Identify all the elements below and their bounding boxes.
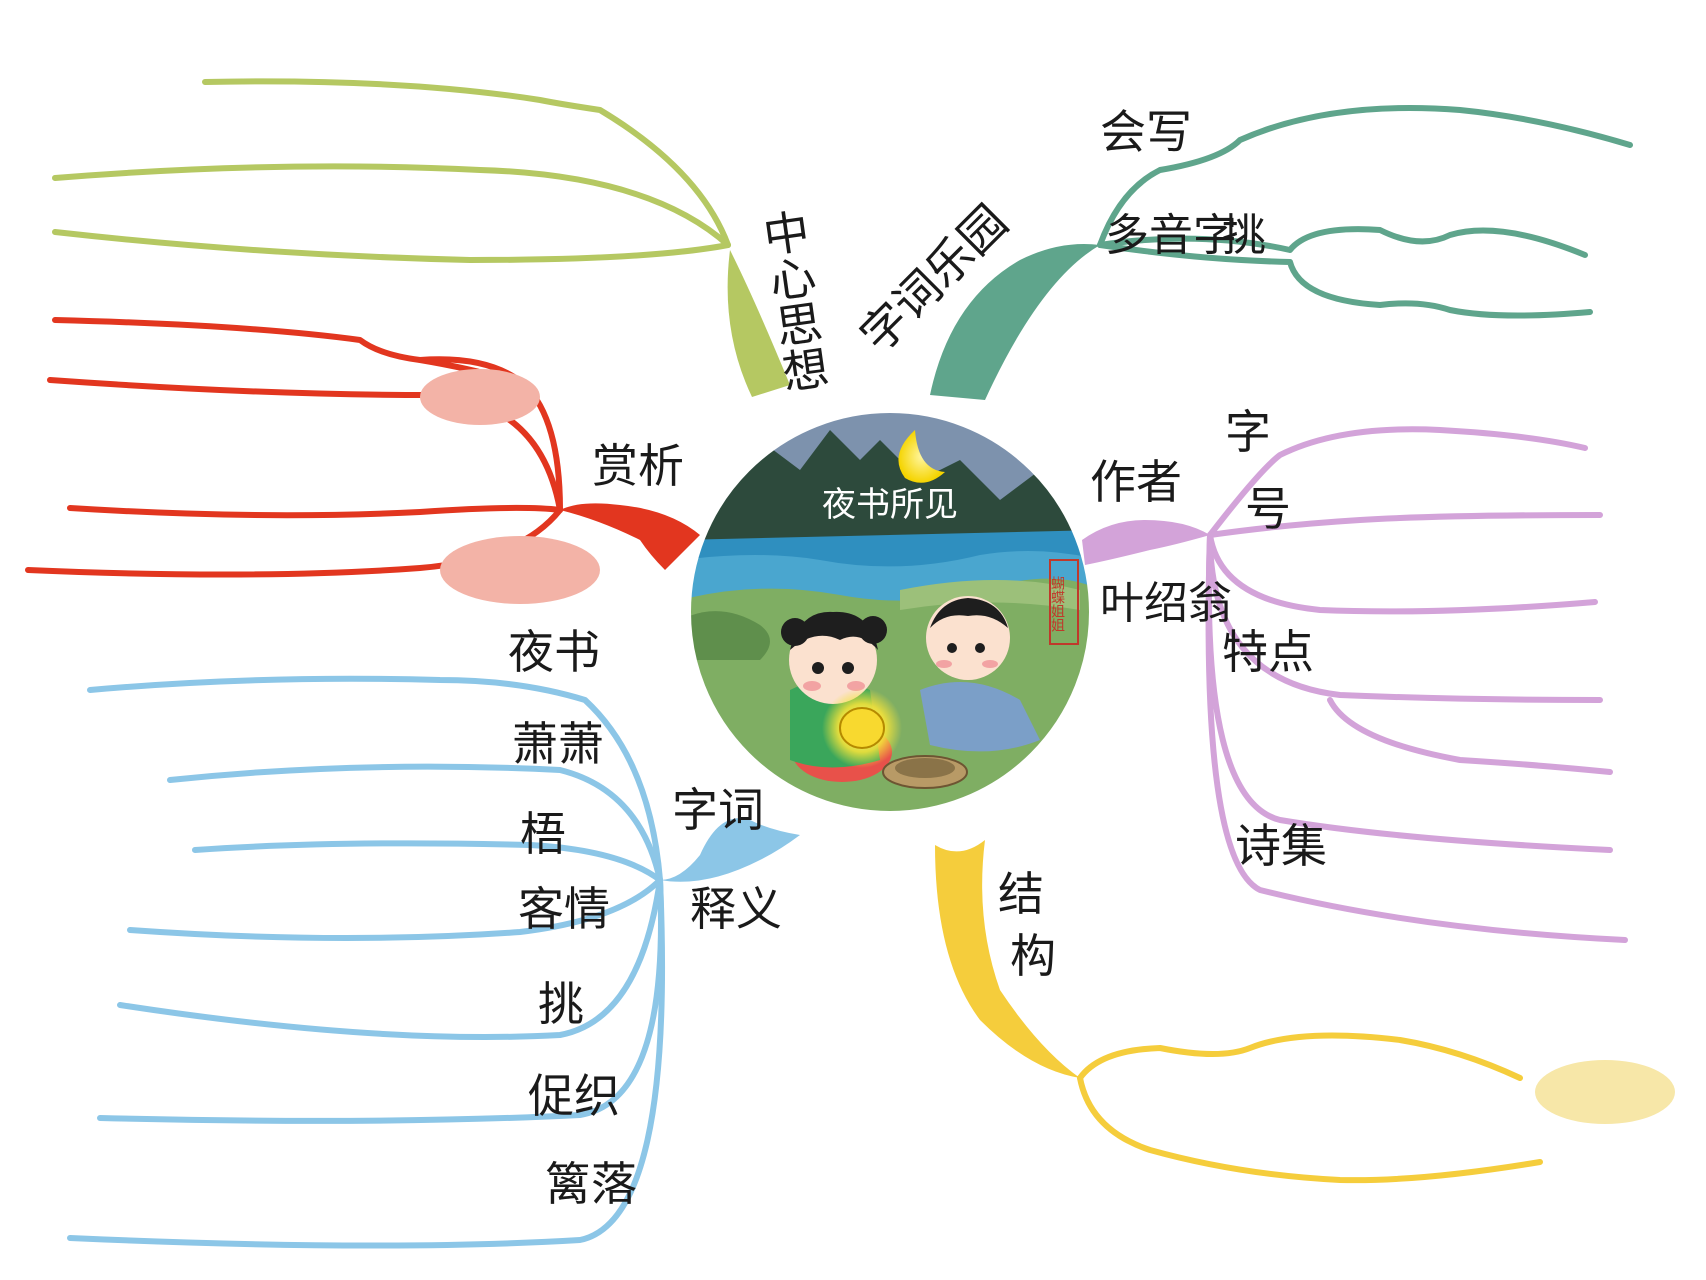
- author-item-1: 字: [1225, 405, 1271, 459]
- branch-label-explain-top: 字词: [672, 783, 764, 837]
- branch-label-explain-bottom: 释义: [690, 882, 782, 936]
- branch-label-structure-bottom: 构: [1010, 929, 1056, 983]
- branch-author: 作者 叶绍翁 字 号 特点 诗集: [1082, 405, 1628, 943]
- center-title: 夜书所见: [822, 485, 958, 525]
- author-item-2: 号: [1245, 482, 1291, 536]
- moon-icon: [898, 430, 945, 483]
- artist-stamp: 蝴蝶姐姐: [1049, 576, 1065, 632]
- word-fun-item-3: 挑: [1222, 210, 1266, 261]
- explain-item-3: 梧: [520, 807, 566, 861]
- branch-structure: 结 构: [935, 840, 1675, 1184]
- branch-center-idea: 中心思想: [52, 78, 832, 397]
- branch-label-author: 作者: [1090, 455, 1182, 509]
- branch-appreciate: 赏析: [25, 317, 700, 604]
- explain-item-6: 促织: [528, 1069, 620, 1123]
- branch-explain: 字词 释义 夜书 萧萧 梧 客情 挑 促织 篱落: [67, 625, 800, 1249]
- author-item-4: 诗集: [1235, 819, 1327, 873]
- branch-label-structure-top: 结: [998, 867, 1044, 921]
- explain-item-1: 夜书: [508, 625, 600, 679]
- word-fun-item-1: 会写: [1100, 105, 1192, 159]
- explain-item-4: 客情: [518, 882, 610, 936]
- blush-mark-2: [440, 536, 600, 604]
- branch-label-appreciate: 赏析: [592, 439, 684, 493]
- word-fun-item-2: 多音字: [1105, 210, 1237, 261]
- author-name: 叶绍翁: [1100, 578, 1232, 629]
- lantern-icon: [839, 707, 885, 749]
- branch-word-fun: 字词乐园 会写 多音字 挑: [850, 105, 1633, 400]
- author-item-3: 特点: [1222, 625, 1314, 679]
- highlight-mark: [1535, 1060, 1675, 1124]
- explain-item-2: 萧萧: [512, 717, 604, 771]
- blush-mark-1: [420, 369, 540, 425]
- boy-figure: [920, 596, 1040, 752]
- center-illustration: 夜书所见 蝴蝶姐姐: [689, 411, 1091, 813]
- explain-item-5: 挑: [538, 977, 584, 1031]
- explain-item-7: 篱落: [545, 1157, 637, 1211]
